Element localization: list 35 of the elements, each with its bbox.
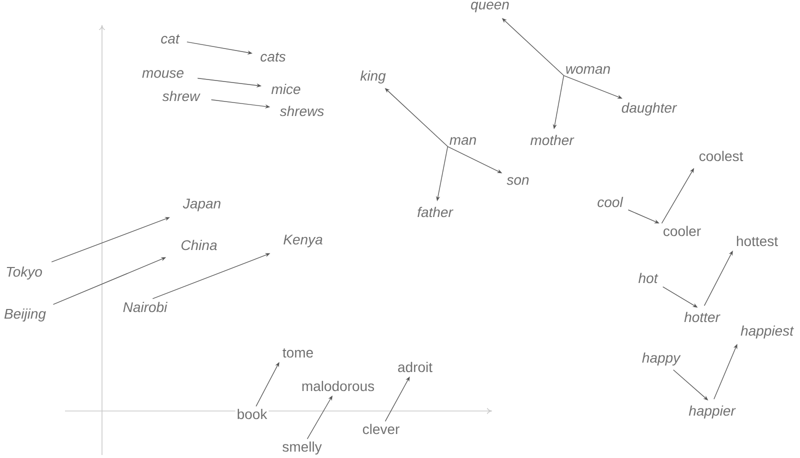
- word-label: adroit: [398, 362, 432, 372]
- word-label: happiest: [740, 325, 794, 339]
- word-label: king: [360, 70, 386, 84]
- word-label: happier: [688, 405, 736, 419]
- word-label: mother: [530, 134, 574, 146]
- word-label: cool: [598, 196, 624, 208]
- word-label: happy: [642, 352, 681, 366]
- word-label: hottest: [736, 236, 778, 246]
- word-label: queen: [471, 2, 509, 12]
- word-label: mouse: [142, 70, 184, 78]
- word-label: Tokyo: [6, 266, 42, 280]
- word-label: book: [235, 407, 269, 421]
- word-label: hotter: [684, 312, 720, 322]
- word-label: Japan: [182, 198, 220, 212]
- word-label: daughter: [622, 102, 678, 116]
- word-label: cat: [161, 34, 180, 44]
- word-label: father: [418, 206, 454, 218]
- word-label: shrew: [162, 90, 200, 102]
- word-label: Kenya: [284, 234, 322, 248]
- word-label: mice: [271, 84, 300, 94]
- word-label: hot: [638, 272, 658, 284]
- word-label: woman: [566, 66, 610, 74]
- word-label: coolest: [699, 150, 744, 162]
- word-label: man: [450, 137, 476, 145]
- word-label: cats: [260, 52, 286, 62]
- word-label: malodorous: [302, 380, 374, 392]
- word-label: cooler: [664, 226, 701, 236]
- word-label: shrews: [280, 106, 324, 116]
- word-label: tome: [282, 348, 313, 358]
- word-label: clever: [362, 424, 400, 434]
- word-label: smelly: [282, 441, 322, 455]
- word-label: China: [181, 240, 217, 250]
- word-label: Nairobi: [123, 302, 168, 312]
- word-label: son: [506, 177, 529, 185]
- word-label: Beijing: [4, 308, 46, 322]
